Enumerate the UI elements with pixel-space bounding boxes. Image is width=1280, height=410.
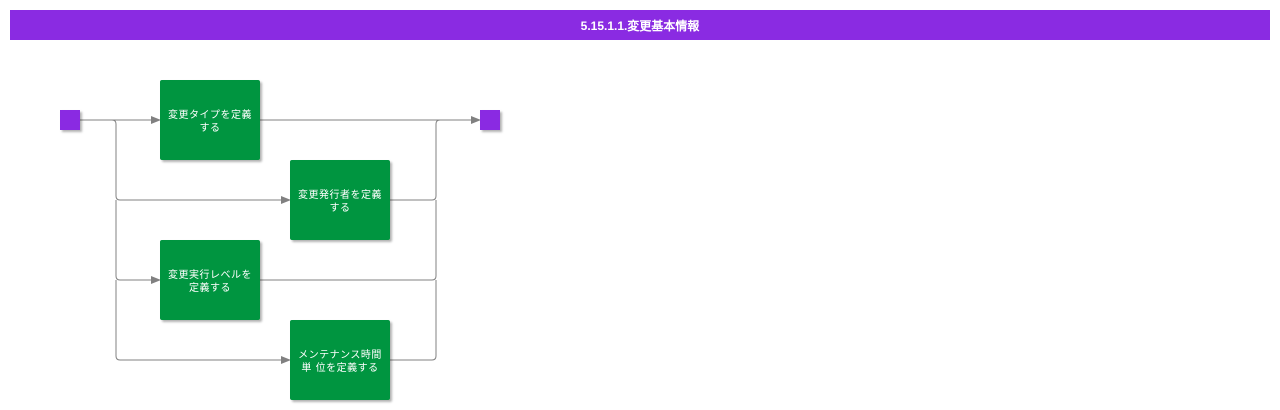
page-title: 5.15.1.1.変更基本情報: [10, 10, 1270, 40]
task-node-define-change-execution-level[interactable]: 変更実行レベルを 定義する: [160, 240, 260, 320]
task-node-label: 変更発行者を定義: [298, 188, 382, 201]
task-node-label: 単 位を定義する: [301, 361, 378, 374]
task-node-define-change-type[interactable]: 変更タイプを定義 する: [160, 80, 260, 160]
task-node-define-maintenance-time-unit[interactable]: メンテナンス時間 単 位を定義する: [290, 320, 390, 400]
start-node: [60, 110, 80, 130]
task-node-label: する: [200, 122, 221, 134]
end-node: [480, 110, 500, 130]
task-node-label: メンテナンス時間: [298, 349, 382, 361]
edge-split-to-task-2: [80, 119, 291, 204]
edge-task-3-to-merge: [260, 200, 437, 281]
edge-split-to-task-4: [115, 280, 291, 364]
task-node-label: 変更実行レベルを: [168, 268, 252, 281]
task-node-label: する: [330, 202, 351, 214]
edge-task-2-to-merge: [390, 119, 441, 201]
task-node-label: 定義する: [189, 281, 231, 294]
edge-split-to-task-3: [115, 200, 161, 284]
task-node-label: 変更タイプを定義: [168, 108, 252, 121]
task-node-define-change-issuer[interactable]: 変更発行者を定義 する: [290, 160, 390, 240]
edge-task-4-to-merge: [390, 280, 437, 361]
